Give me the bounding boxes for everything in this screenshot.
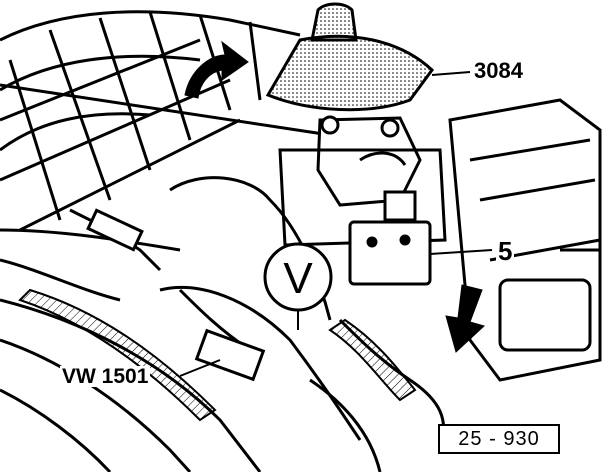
rotation-arrow-icon	[184, 40, 249, 99]
hatched-cables	[18, 288, 417, 422]
meter-probe-leads	[69, 208, 266, 382]
linkage-rod	[0, 83, 331, 137]
push-down-arrow-icon	[445, 284, 485, 353]
gauge-tool-3084	[265, 2, 471, 112]
voltmeter-symbol-text: V	[283, 254, 313, 303]
voltmeter-icon: V	[263, 242, 333, 330]
callout-vw-1501: VW 1501	[60, 365, 151, 388]
callout-5: 5	[496, 236, 515, 266]
callout-3084: 3084	[472, 58, 525, 83]
air-filter-housing	[448, 98, 602, 382]
intake-manifold	[0, 10, 301, 252]
component-5-block	[348, 190, 493, 286]
figure-number-box: 25 - 930	[438, 424, 560, 454]
throttle-bracket	[278, 115, 447, 247]
